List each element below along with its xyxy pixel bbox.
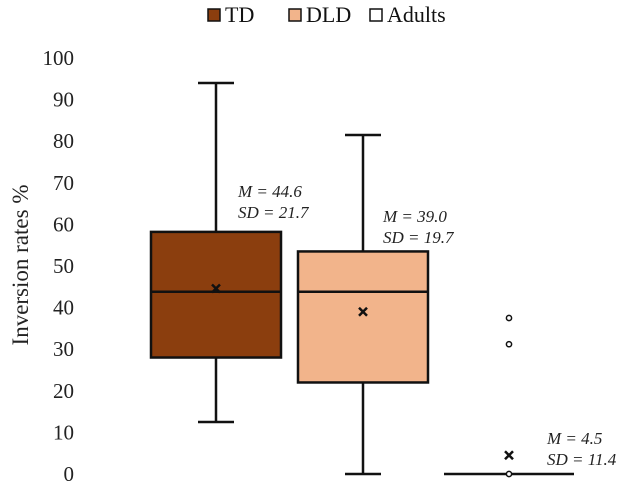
y-tick-label: 100 xyxy=(43,46,75,70)
y-axis: 0 10 20 30 40 50 60 70 80 90 100 xyxy=(43,46,75,486)
y-axis-title: Inversion rates % xyxy=(8,185,33,346)
y-tick-label: 50 xyxy=(53,254,74,278)
legend-swatch-td xyxy=(207,8,221,22)
y-tick-label: 80 xyxy=(53,129,74,153)
mean-marker xyxy=(358,306,368,317)
legend-label-adults: Adults xyxy=(387,2,446,27)
outlier-point xyxy=(505,340,513,348)
outlier-point xyxy=(505,314,513,322)
y-tick-label: 20 xyxy=(53,379,74,403)
y-tick-label: 10 xyxy=(53,420,74,444)
legend: TD DLD Adults xyxy=(207,2,446,27)
annotations: M = 44.6 SD = 21.7 M = 39.0 SD = 19.7 M = 4.… xyxy=(237,182,617,469)
y-tick-label: 40 xyxy=(53,296,74,320)
mean-marker xyxy=(504,450,514,461)
y-tick-label: 90 xyxy=(53,88,74,112)
boxes xyxy=(149,81,574,478)
box-adults xyxy=(444,314,574,478)
annotation-adults: SD = 11.4 xyxy=(547,450,617,469)
iqr-box xyxy=(149,230,283,359)
y-tick-label: 70 xyxy=(53,171,74,195)
y-tick-label: 30 xyxy=(53,337,74,361)
y-tick-label: 60 xyxy=(53,212,74,236)
mean-marker xyxy=(211,283,221,294)
annotation-dld: M = 39.0 xyxy=(382,207,447,226)
legend-swatch-adults xyxy=(369,8,383,22)
legend-label-td: TD xyxy=(225,2,254,27)
annotation-td: SD = 21.7 xyxy=(238,203,310,222)
box-dld xyxy=(296,133,430,476)
legend-label-dld: DLD xyxy=(306,2,351,27)
box-td xyxy=(149,81,283,424)
legend-swatch-dld xyxy=(288,8,302,22)
annotation-dld: SD = 19.7 xyxy=(383,228,455,247)
iqr-box xyxy=(296,250,430,384)
annotation-adults: M = 4.5 xyxy=(546,429,602,448)
outlier-point xyxy=(505,470,513,478)
annotation-td: M = 44.6 xyxy=(237,182,302,201)
y-tick-label: 0 xyxy=(64,462,75,486)
